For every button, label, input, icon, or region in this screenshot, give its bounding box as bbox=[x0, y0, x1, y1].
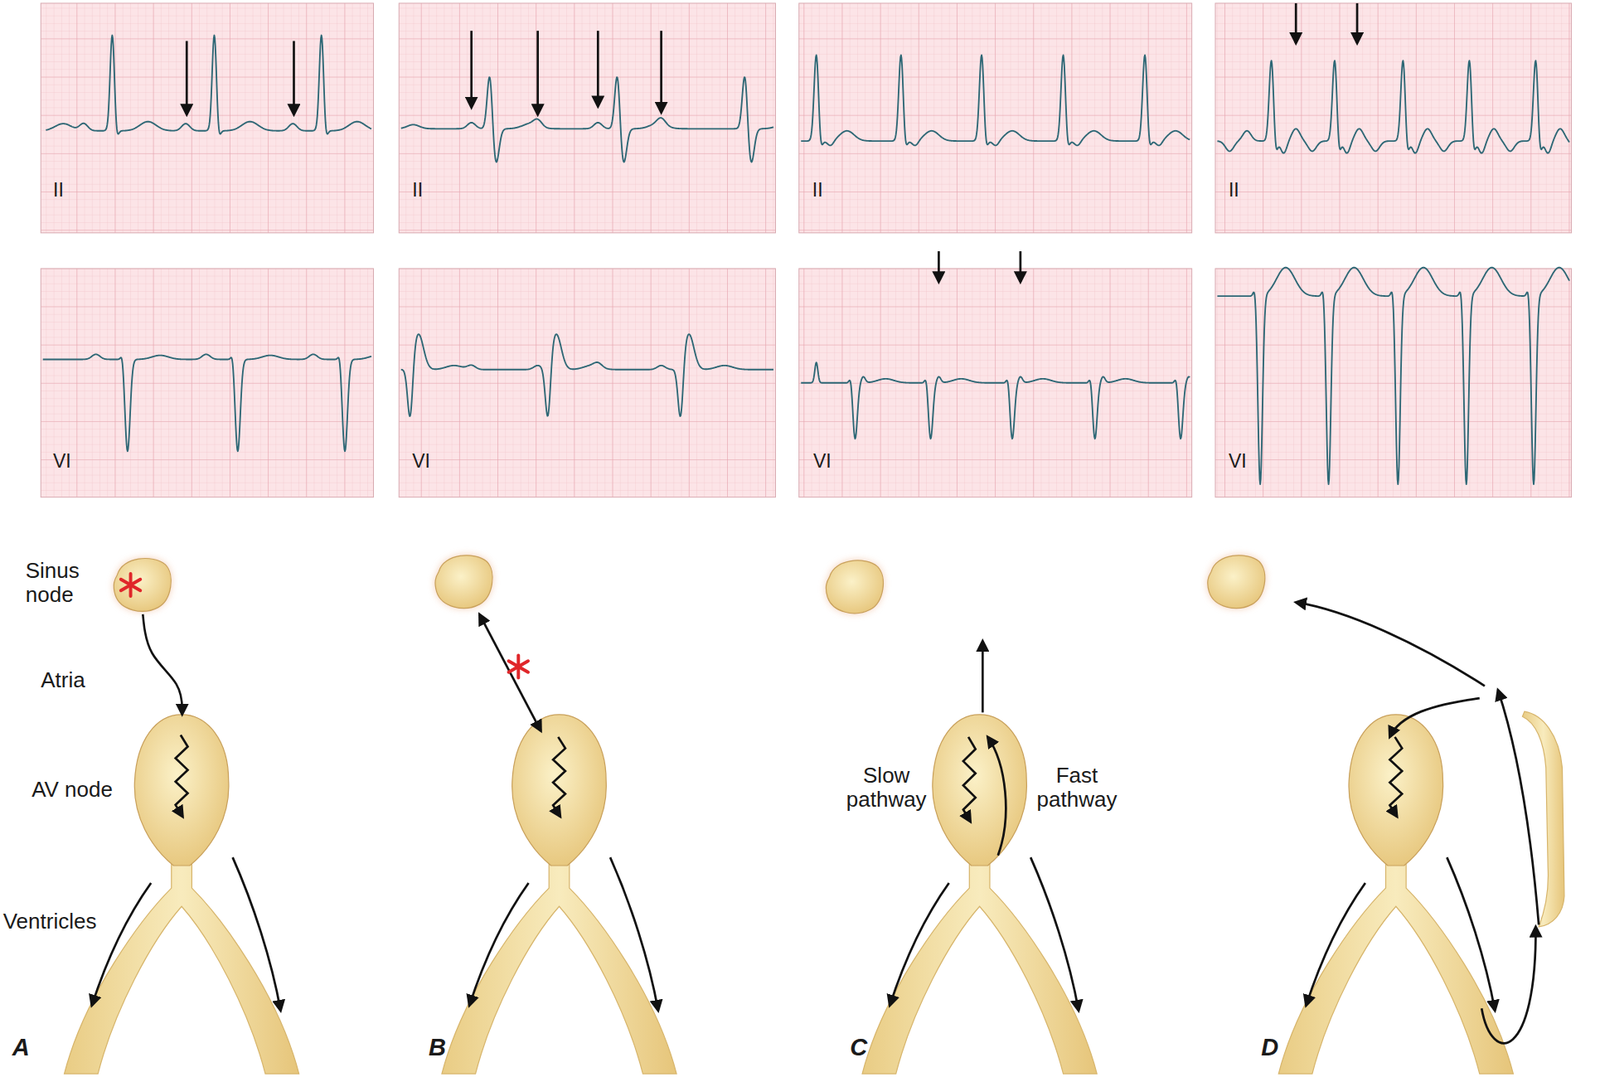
ecg-trace bbox=[43, 353, 372, 451]
bidirectional-conduction bbox=[480, 614, 542, 731]
ecg-strip bbox=[1215, 3, 1572, 233]
ecg-strip bbox=[40, 268, 374, 498]
structure-label: Slow pathway bbox=[846, 763, 927, 812]
lead-name: VI bbox=[813, 450, 832, 473]
panel-letter: C bbox=[849, 1033, 868, 1061]
sinus-node-shape bbox=[825, 560, 883, 614]
decremental-conduction bbox=[175, 734, 189, 816]
retrograde-atrial-activation bbox=[1498, 689, 1539, 925]
retrograde-atrial-activation bbox=[981, 640, 985, 713]
panel-letter: B bbox=[428, 1033, 447, 1061]
fast-pathway-conduction bbox=[987, 736, 1006, 856]
ecg-trace bbox=[401, 77, 774, 162]
ecg-strip bbox=[398, 3, 776, 233]
p-wave-pointer bbox=[1356, 3, 1359, 44]
node-label: AV node bbox=[31, 777, 113, 802]
lead-name: II bbox=[1228, 179, 1240, 202]
sinus-node-shape bbox=[113, 558, 171, 612]
decremental-conduction bbox=[1389, 736, 1402, 817]
conduction-arrow bbox=[142, 614, 182, 715]
sinus-node: Sinus node bbox=[20, 551, 175, 615]
accessory-conduction bbox=[1481, 926, 1536, 1043]
sinus-node-shape bbox=[1207, 555, 1266, 609]
p-wave-pointer bbox=[536, 30, 539, 115]
p-wave-pointer bbox=[470, 30, 473, 107]
lead-name: II bbox=[412, 179, 423, 202]
ecg-trace bbox=[45, 35, 372, 135]
lead-name: II bbox=[53, 179, 64, 202]
ventricular-activation bbox=[1446, 857, 1495, 1011]
conduction-diagrams bbox=[64, 555, 1565, 1074]
ventricular-activation bbox=[1306, 882, 1366, 1006]
av-node: AV node bbox=[25, 714, 233, 866]
structure-label: Fast pathway bbox=[1037, 763, 1118, 812]
ecg-trace bbox=[1216, 267, 1570, 485]
p-wave-pointer bbox=[292, 40, 296, 115]
sinus-node-shape bbox=[435, 555, 493, 609]
ventricular-activation bbox=[610, 857, 659, 1011]
p-wave-pointer bbox=[659, 30, 663, 112]
conduction-system-shape bbox=[64, 714, 300, 1074]
ventricular-activation bbox=[1030, 857, 1079, 1011]
ecg-strip bbox=[40, 3, 374, 233]
p-wave-pointer bbox=[1294, 3, 1298, 44]
impulse-origin-mark bbox=[509, 654, 529, 678]
decremental-conduction bbox=[552, 736, 566, 817]
wave-pointers bbox=[186, 3, 1358, 282]
ventricular-activation bbox=[889, 882, 949, 1006]
structure-label: Atria bbox=[40, 668, 85, 693]
ecg-grids bbox=[40, 3, 1571, 498]
ecg-trace bbox=[800, 54, 1190, 146]
ecg-trace bbox=[1216, 60, 1570, 154]
decremental-conduction bbox=[963, 736, 976, 822]
lead-name: VI bbox=[1228, 450, 1247, 473]
atrial-activation bbox=[1295, 601, 1485, 686]
panel-letter: A bbox=[12, 1033, 30, 1061]
ventricular-activation bbox=[92, 882, 151, 1006]
ventricular-activation bbox=[469, 882, 529, 1006]
lead-name: VI bbox=[412, 450, 431, 473]
ecg-strip bbox=[799, 3, 1193, 233]
ecg-trace bbox=[401, 334, 774, 417]
lead-name: II bbox=[812, 179, 824, 202]
ecg-strip bbox=[398, 268, 776, 498]
ecg-traces bbox=[43, 35, 1570, 485]
impulse-origin-mark bbox=[121, 573, 141, 597]
p-wave-pointer bbox=[185, 40, 189, 115]
conduction-system-shape bbox=[441, 714, 677, 1074]
structure-label: Ventricles bbox=[3, 909, 97, 934]
p-wave-pointer bbox=[937, 251, 941, 282]
p-wave-pointer bbox=[596, 30, 600, 107]
lead-name: VI bbox=[53, 450, 72, 473]
conduction-system-shape bbox=[1278, 714, 1513, 1074]
ventricular-activation bbox=[232, 857, 282, 1011]
accessory-pathway bbox=[1522, 711, 1564, 927]
p-wave-pointer bbox=[1019, 251, 1023, 282]
ecg-trace bbox=[800, 362, 1190, 439]
node-label: Sinus node bbox=[25, 558, 80, 607]
antegrade-av-conduction bbox=[1389, 698, 1479, 737]
ecg-strip bbox=[799, 268, 1193, 498]
panel-letter: D bbox=[1260, 1033, 1279, 1061]
